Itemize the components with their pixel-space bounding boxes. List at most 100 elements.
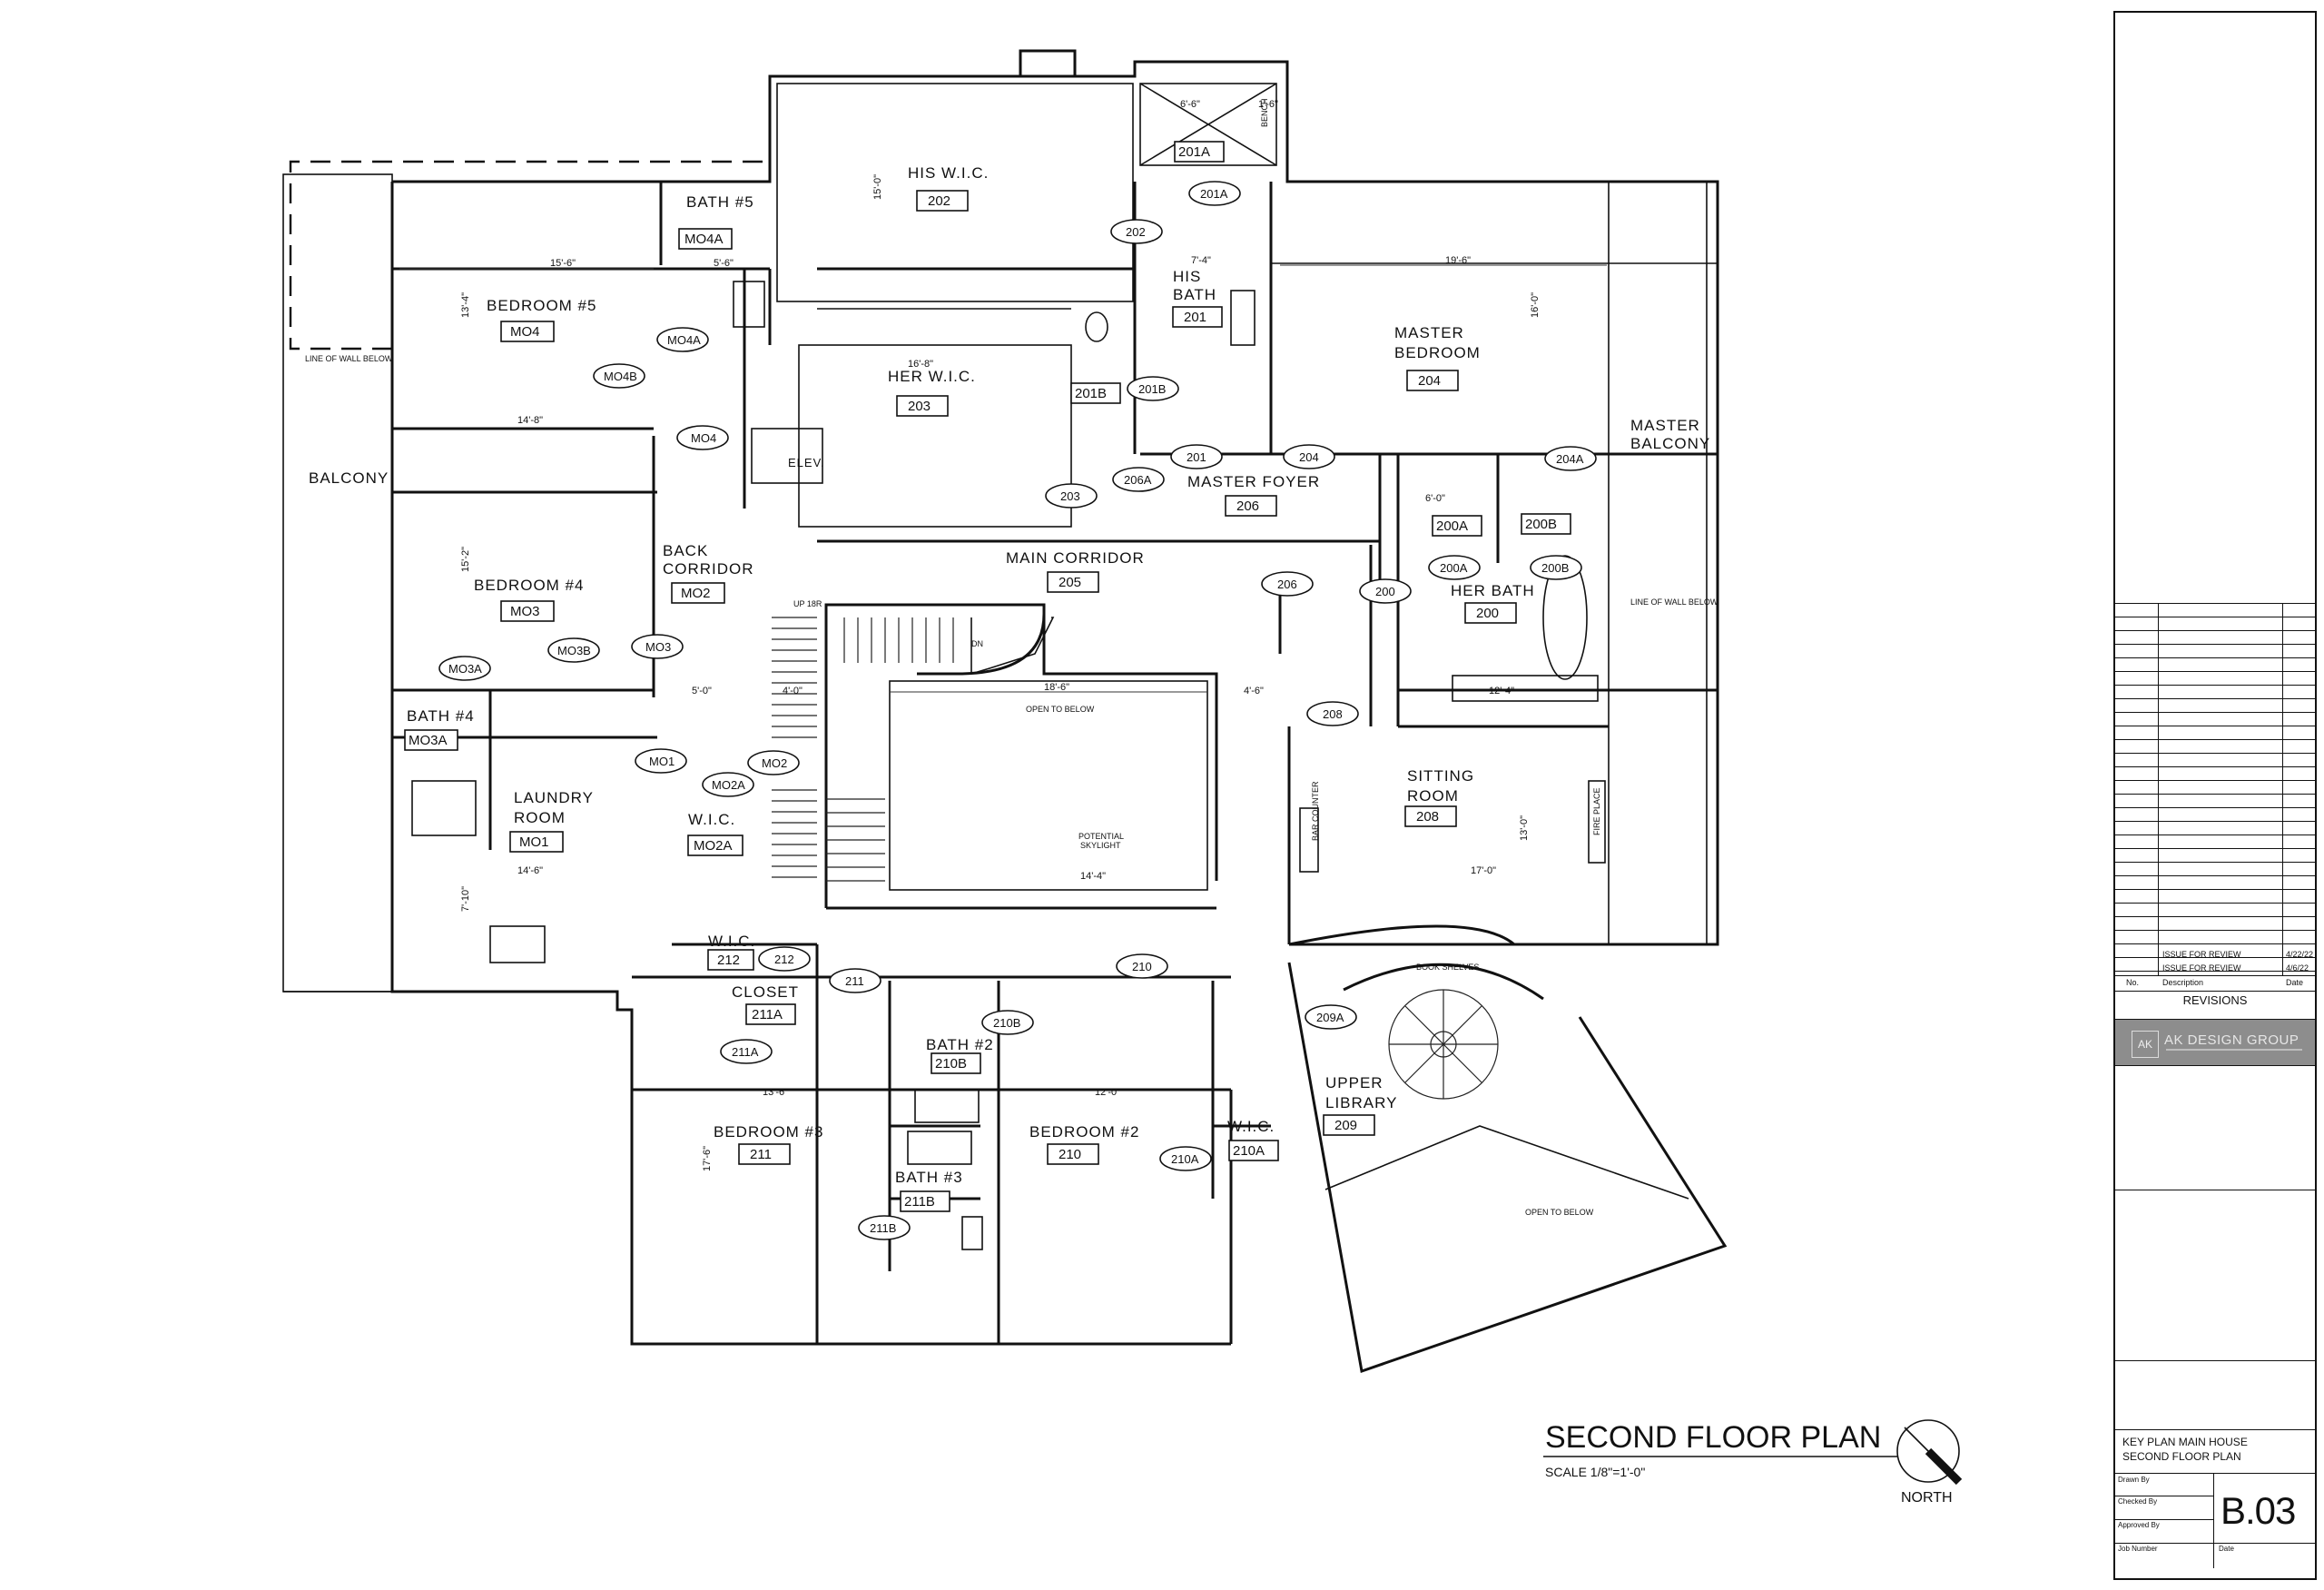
svg-text:204: 204 — [1418, 373, 1441, 389]
room-tag-208: 208 — [1404, 805, 1457, 827]
upper-library-block: BOOK SHELVES OPEN TO BELOW — [1287, 924, 1728, 1373]
room-tag-200a-box: 200A — [1432, 515, 1482, 537]
svg-text:211A: 211A — [732, 1045, 759, 1059]
room-name-his-wic: HIS W.I.C. — [908, 164, 989, 182]
svg-text:201A: 201A — [1178, 144, 1210, 160]
revision-2-date: 4/6/22 — [2286, 963, 2309, 973]
door-tag-mo2: MO2 — [747, 750, 800, 775]
room-tag-202: 202 — [916, 190, 969, 212]
interior-walls — [392, 182, 1718, 1344]
dim-12-4: 12'-4" — [1489, 686, 1514, 696]
skylight-note: POTENTIAL — [1078, 832, 1124, 841]
room-name-back-corridor: BACK — [663, 542, 708, 559]
room-tag-210a: 210A — [1228, 1140, 1279, 1161]
room-name-upper-library: UPPER — [1325, 1074, 1384, 1091]
room-name-his-bath-2: BATH — [1173, 286, 1216, 303]
svg-text:201B: 201B — [1075, 386, 1107, 401]
door-tag-200a: 200A — [1428, 555, 1481, 580]
revision-grid — [2115, 603, 2315, 989]
room-tag-mo3a: MO3A — [404, 729, 458, 751]
svg-text:211B: 211B — [870, 1221, 896, 1235]
room-name-wic-212: W.I.C. — [708, 933, 755, 950]
wall-below-note-right: LINE OF WALL BELOW — [1630, 597, 1718, 607]
open-to-below-library-note: OPEN TO BELOW — [1525, 1208, 1594, 1217]
drawing-scale: SCALE 1/8"=1'-0" — [1545, 1465, 1645, 1479]
room-tag-206: 206 — [1225, 495, 1277, 517]
room-name-bath-5: BATH #5 — [686, 193, 754, 211]
svg-text:210: 210 — [1132, 960, 1152, 973]
stair-up-note: UP 18R — [793, 599, 822, 608]
door-tag-mo2a: MO2A — [702, 772, 754, 797]
master-balcony-label-2: BALCONY — [1630, 435, 1710, 452]
door-tag-mo3b: MO3B — [547, 637, 600, 663]
svg-text:MO3A: MO3A — [409, 733, 448, 748]
dim-17-6: 17'-6" — [702, 1146, 713, 1171]
revision-header-no: No. — [2126, 978, 2140, 987]
dim-13-6: 13'-6" — [763, 1087, 788, 1098]
svg-text:MO2: MO2 — [681, 586, 711, 601]
revision-1-date: 4/22/22 — [2286, 950, 2314, 959]
door-tag-209a: 209A — [1305, 1004, 1357, 1030]
room-name-bedroom-3: BEDROOM #3 — [714, 1123, 823, 1141]
dim-7-4: 7'-4" — [1191, 255, 1211, 266]
svg-text:206: 206 — [1236, 499, 1259, 514]
title-block: ISSUE FOR REVIEW 4/22/22 ISSUE FOR REVIE… — [2113, 11, 2317, 1580]
company-logo-icon: AK — [2132, 1031, 2159, 1058]
door-tag-203: 203 — [1045, 483, 1098, 509]
north-arrow-icon — [1896, 1419, 1963, 1486]
svg-text:MO4: MO4 — [510, 324, 540, 340]
stair-treads — [772, 617, 954, 882]
approved-by-label: Approved By — [2118, 1521, 2160, 1529]
svg-text:208: 208 — [1323, 707, 1343, 721]
room-tag-209: 209 — [1323, 1114, 1375, 1136]
svg-text:202: 202 — [1126, 225, 1146, 239]
door-tag-201: 201 — [1170, 444, 1223, 469]
svg-text:208: 208 — [1416, 809, 1439, 825]
svg-text:MO3: MO3 — [510, 604, 540, 619]
company-name: AK DESIGN GROUP — [2164, 1032, 2299, 1048]
dim-15-0: 15'-0" — [872, 174, 883, 200]
sheet-description-line-1: KEY PLAN MAIN HOUSE — [2122, 1436, 2248, 1448]
svg-text:203: 203 — [1060, 489, 1080, 503]
master-balcony-label: MASTER — [1630, 417, 1700, 434]
svg-text:200: 200 — [1375, 585, 1395, 598]
room-tag-205: 205 — [1047, 571, 1099, 593]
sheet-number: B.03 — [2221, 1489, 2296, 1532]
dim-4-0: 4'-0" — [783, 686, 803, 696]
room-name-his-bath: HIS — [1173, 268, 1201, 285]
dim-7-10: 7'-10" — [460, 886, 471, 912]
door-tag-200: 200 — [1359, 578, 1412, 604]
dim-14-4: 14'-4" — [1080, 871, 1106, 882]
svg-text:MO2A: MO2A — [712, 778, 745, 792]
room-name-back-corridor-2: CORRIDOR — [663, 560, 754, 578]
door-tags: 201A 202 201B 201 204 204A 206A 203 206 … — [438, 181, 1597, 1240]
room-names: HIS W.I.C. HIS BATH MASTER BEDROOM HER W… — [407, 164, 1534, 1186]
svg-text:200A: 200A — [1436, 518, 1468, 534]
svg-text:204A: 204A — [1556, 452, 1584, 466]
room-tag-mo4: MO4 — [500, 321, 555, 342]
room-tag-210: 210 — [1047, 1143, 1099, 1165]
door-tag-202: 202 — [1110, 219, 1163, 244]
door-tag-211a: 211A — [720, 1039, 773, 1064]
floor-plan-drawing: BALCONY LINE OF WALL BELOW MASTER BALCON… — [282, 49, 1963, 1506]
room-tag-mo1: MO1 — [509, 831, 564, 853]
svg-text:MO1: MO1 — [519, 835, 549, 850]
room-tag-mo3: MO3 — [500, 600, 555, 622]
room-name-master-bedroom-2: BEDROOM — [1394, 344, 1481, 361]
svg-text:200: 200 — [1476, 606, 1499, 621]
room-name-bedroom-2: BEDROOM #2 — [1029, 1123, 1139, 1141]
room-name-upper-library-2: LIBRARY — [1325, 1094, 1397, 1111]
dim-4-6: 4'-6" — [1244, 686, 1264, 696]
revision-2-description: ISSUE FOR REVIEW — [2162, 963, 2241, 973]
door-tag-206: 206 — [1261, 571, 1314, 597]
room-tag-204: 204 — [1406, 370, 1459, 391]
room-name-bath-4: BATH #4 — [407, 707, 475, 725]
svg-text:206A: 206A — [1124, 473, 1152, 487]
svg-text:210A: 210A — [1171, 1152, 1199, 1166]
svg-text:203: 203 — [908, 399, 931, 414]
room-name-elev: ELEV. — [788, 456, 825, 469]
door-tag-mo3: MO3 — [631, 634, 684, 659]
meta-row-line-3 — [2115, 1543, 2315, 1544]
open-to-below-note: OPEN TO BELOW — [1026, 705, 1095, 714]
room-name-laundry: LAUNDRY — [514, 789, 594, 806]
